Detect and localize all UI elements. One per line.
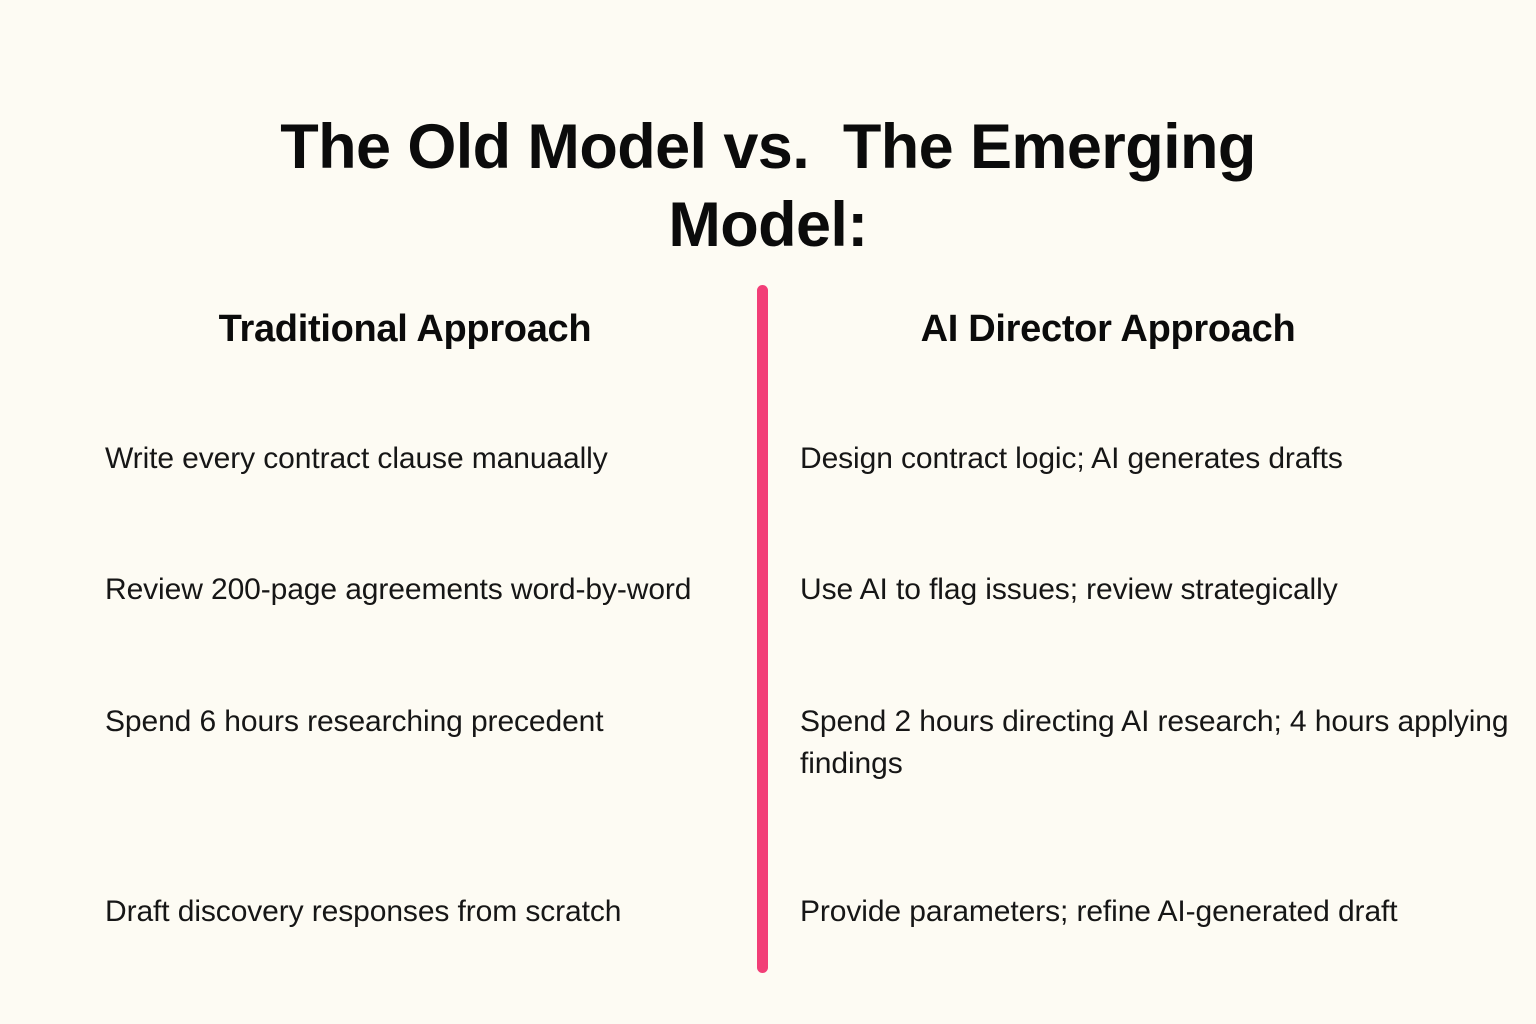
traditional-item-3: Spend 6 hours researching precedent — [105, 705, 604, 738]
ai-director-item-3: Spend 2 hours directing AI research; 4 h… — [800, 705, 1509, 780]
traditional-item-2: Review 200-page agreements word-by-word — [105, 573, 692, 606]
ai-director-item-2: Use AI to flag issues; review strategica… — [800, 573, 1338, 606]
page-title: The Old Model vs. The Emerging Model: — [280, 112, 1273, 261]
ai-director-item-4: Provide parameters; refine AI-generated … — [800, 895, 1398, 928]
traditional-item-4: Draft discovery responses from scratch — [105, 895, 622, 928]
column-header-ai-director: AI Director Approach — [920, 308, 1296, 350]
traditional-item-1: Write every contract clause manuaally — [105, 442, 608, 475]
ai-director-item-1: Design contract logic; AI generates draf… — [800, 442, 1343, 475]
column-header-traditional: Traditional Approach — [218, 308, 592, 350]
column-divider — [757, 285, 768, 973]
